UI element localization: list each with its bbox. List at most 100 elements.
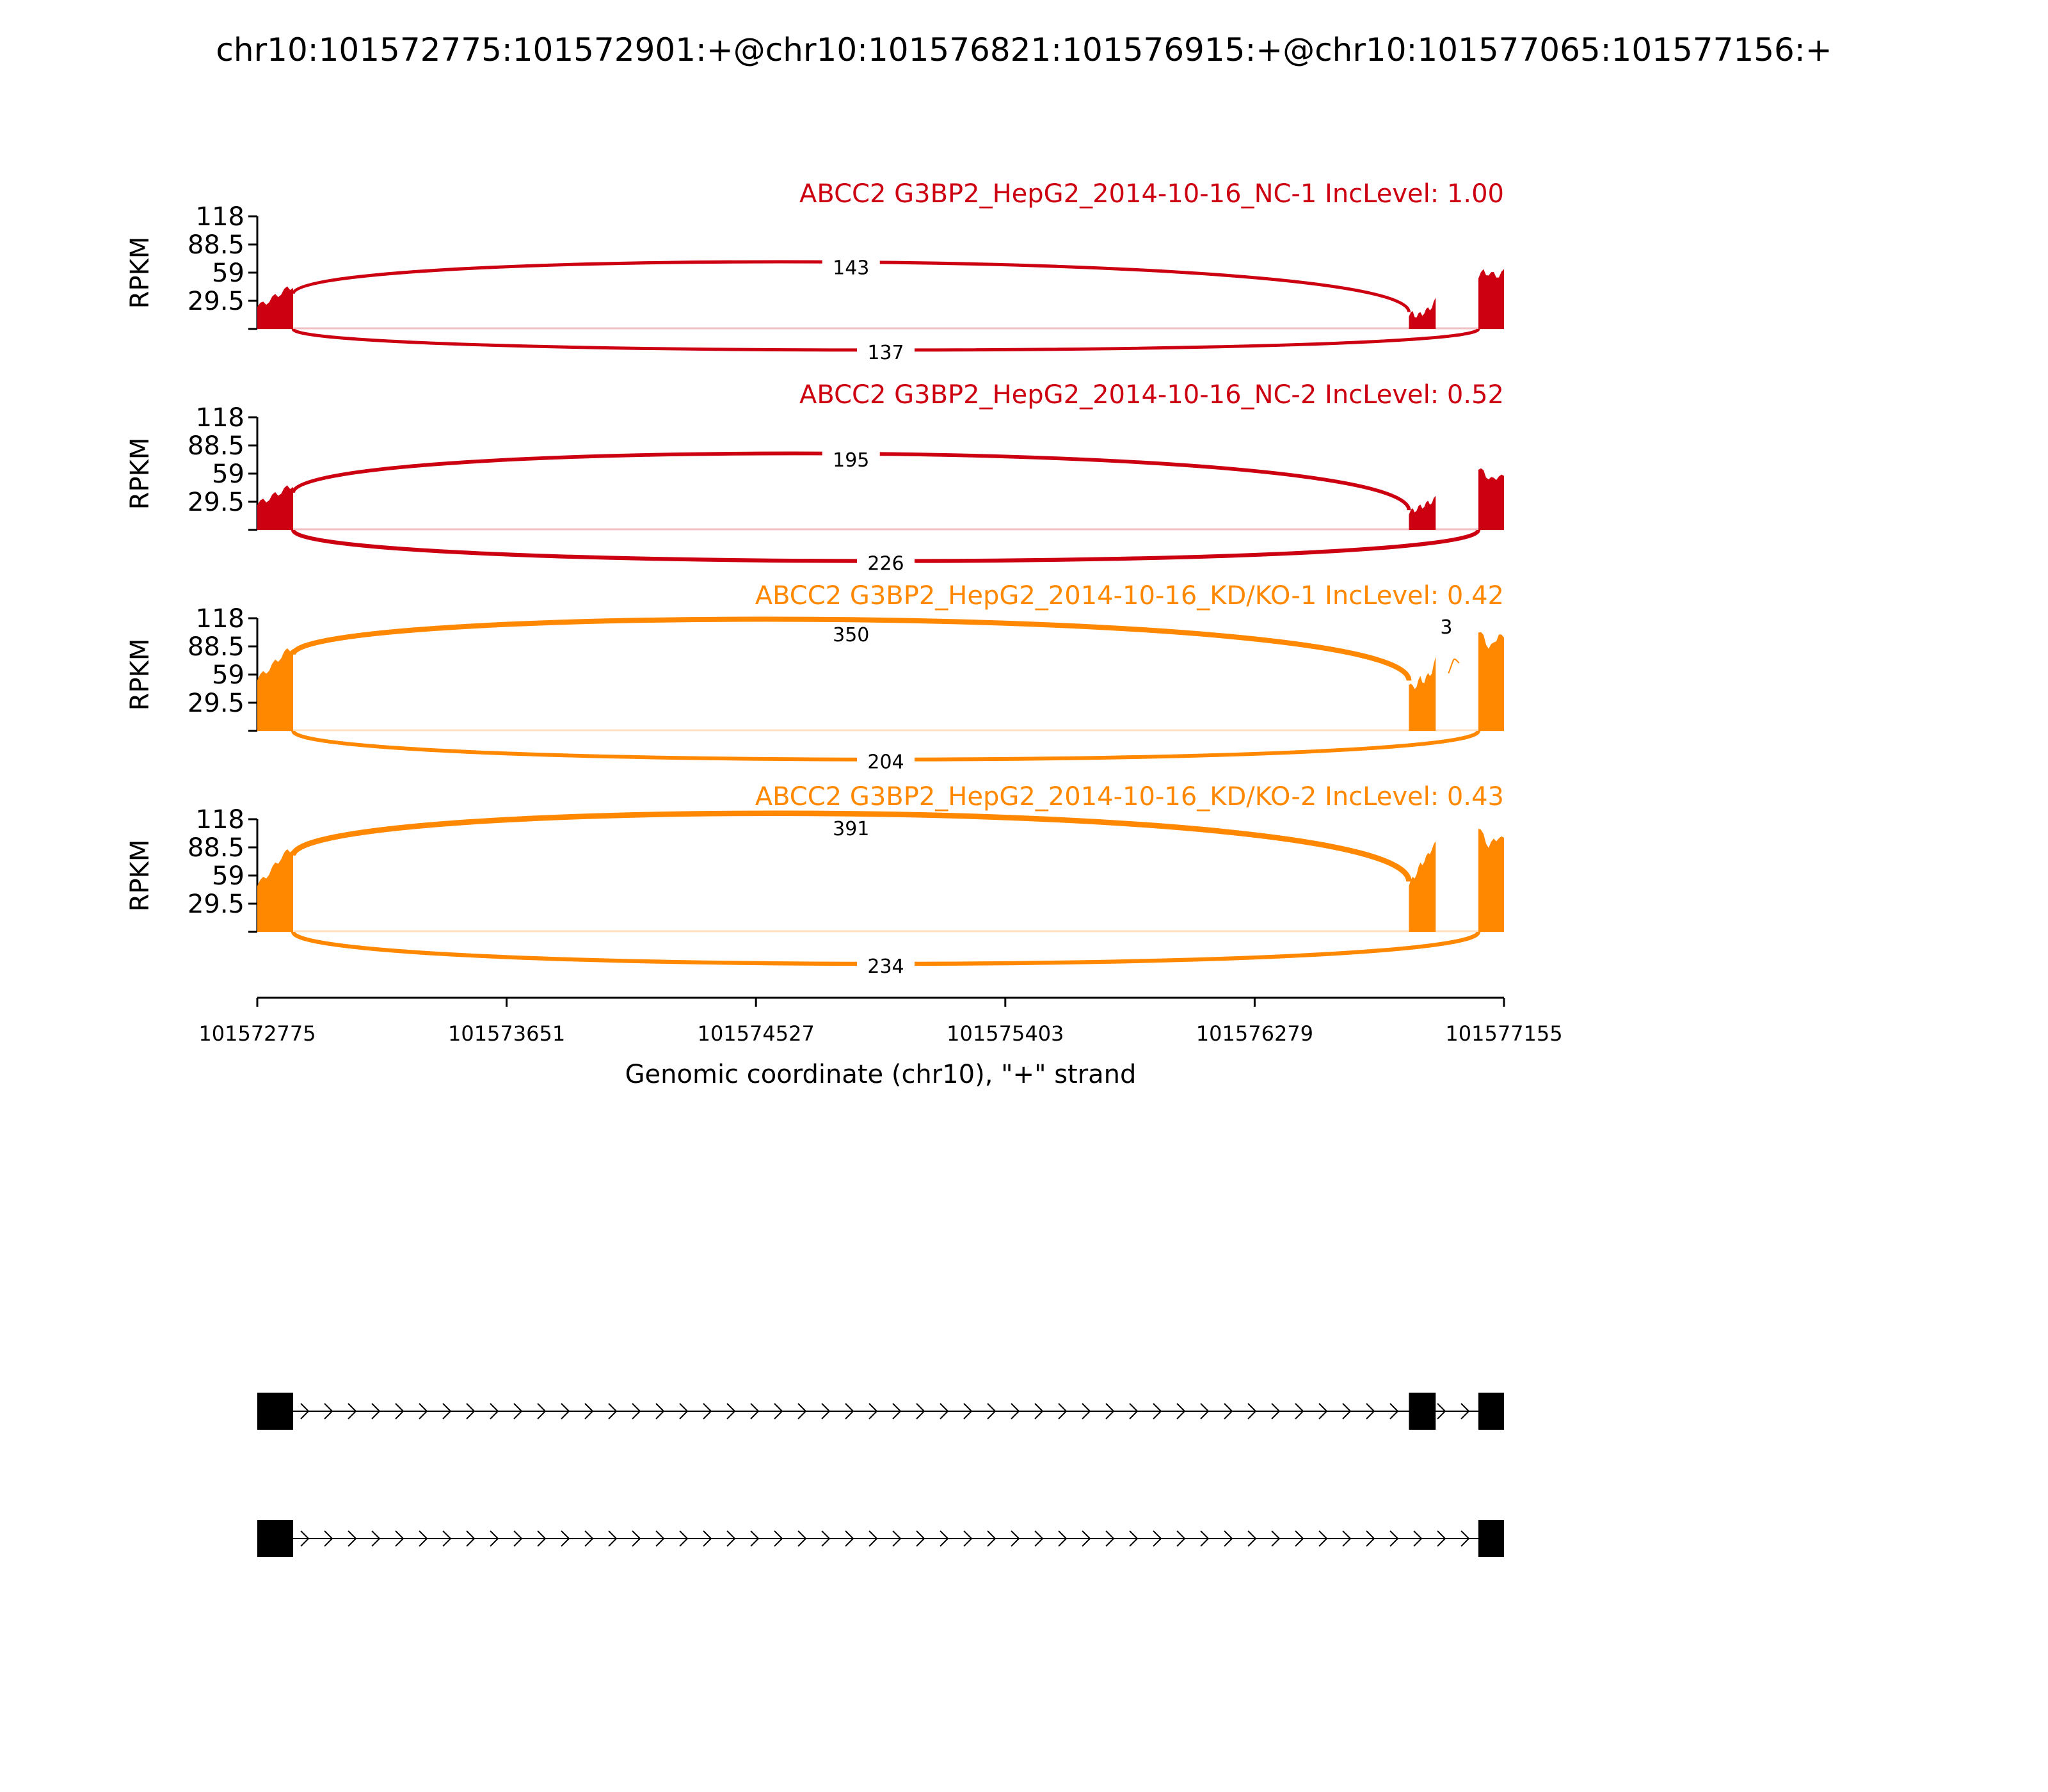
strand-arrow-icon bbox=[608, 1530, 618, 1547]
strand-arrow-icon bbox=[1437, 1403, 1446, 1420]
strand-arrow-icon bbox=[845, 1403, 854, 1420]
coverage-exon-3 bbox=[1478, 468, 1504, 530]
strand-arrow-icon bbox=[395, 1403, 404, 1420]
y-tick-label: 29.5 bbox=[188, 488, 244, 517]
coverage-exon-1 bbox=[257, 286, 294, 329]
strand-arrow-icon bbox=[679, 1530, 689, 1547]
strand-arrow-icon bbox=[797, 1403, 807, 1420]
strand-arrow-icon bbox=[655, 1403, 665, 1420]
coverage-exon-1 bbox=[257, 648, 294, 731]
strand-arrow-icon bbox=[584, 1530, 594, 1547]
y-tick-label: 59 bbox=[212, 660, 244, 690]
strand-arrow-icon bbox=[1200, 1530, 1210, 1547]
y-tick-label: 88.5 bbox=[188, 431, 244, 461]
strand-arrow-icon bbox=[1011, 1403, 1020, 1420]
y-tick-label: 118 bbox=[196, 202, 244, 232]
junction-label-bg bbox=[857, 954, 915, 978]
strand-arrow-icon bbox=[987, 1403, 996, 1420]
strand-arrow-icon bbox=[1034, 1530, 1044, 1547]
strand-arrow-icon bbox=[940, 1403, 949, 1420]
y-tick-label: 59 bbox=[212, 861, 244, 891]
strand-arrow-icon bbox=[655, 1530, 665, 1547]
strand-arrow-icon bbox=[1318, 1403, 1328, 1420]
strand-arrow-icon bbox=[300, 1403, 310, 1420]
x-tick-label: 101577155 bbox=[1445, 1021, 1562, 1046]
strand-arrow-icon bbox=[797, 1530, 807, 1547]
x-tick-label: 101576279 bbox=[1196, 1021, 1313, 1046]
strand-arrow-icon bbox=[561, 1403, 570, 1420]
strand-arrow-icon bbox=[679, 1403, 689, 1420]
strand-arrow-icon bbox=[1366, 1530, 1375, 1547]
strand-arrow-icon bbox=[442, 1403, 452, 1420]
strand-arrow-icon bbox=[1366, 1403, 1375, 1420]
y-tick-label: 118 bbox=[196, 403, 244, 433]
strand-arrow-icon bbox=[1295, 1530, 1304, 1547]
junction-count: 195 bbox=[833, 449, 869, 472]
strand-arrow-icon bbox=[1413, 1530, 1423, 1547]
strand-arrow-icon bbox=[916, 1403, 925, 1420]
strand-arrow-icon bbox=[466, 1530, 476, 1547]
junction-label-bg bbox=[857, 340, 915, 364]
strand-arrow-icon bbox=[1058, 1403, 1068, 1420]
junction-arc bbox=[1448, 658, 1460, 674]
strand-arrow-icon bbox=[1247, 1403, 1257, 1420]
strand-arrow-icon bbox=[940, 1530, 949, 1547]
strand-arrow-icon bbox=[442, 1530, 452, 1547]
junction-label-bg bbox=[857, 750, 915, 774]
x-axis-label: Genomic coordinate (chr10), "+" strand bbox=[625, 1060, 1137, 1089]
coverage-exon-2 bbox=[1409, 657, 1436, 731]
strand-arrow-icon bbox=[1011, 1530, 1020, 1547]
strand-arrow-icon bbox=[1437, 1530, 1446, 1547]
strand-arrow-icon bbox=[1295, 1403, 1304, 1420]
strand-arrow-icon bbox=[774, 1530, 783, 1547]
panel-title: ABCC2 G3BP2_HepG2_2014-10-16_NC-1 IncLev… bbox=[799, 179, 1504, 209]
strand-arrow-icon bbox=[821, 1403, 831, 1420]
y-axis-label: RPKM bbox=[125, 438, 155, 510]
y-axis-label: RPKM bbox=[125, 840, 155, 912]
strand-arrow-icon bbox=[300, 1530, 310, 1547]
strand-arrow-icon bbox=[419, 1403, 428, 1420]
strand-arrow-icon bbox=[537, 1530, 547, 1547]
strand-arrow-icon bbox=[845, 1530, 854, 1547]
junction-label-bg bbox=[822, 623, 880, 646]
strand-arrow-icon bbox=[726, 1530, 736, 1547]
junction-label-bg bbox=[822, 256, 880, 280]
junction-count: 204 bbox=[867, 751, 904, 774]
strand-arrow-icon bbox=[1200, 1403, 1210, 1420]
strand-arrow-icon bbox=[963, 1403, 973, 1420]
y-tick-label: 88.5 bbox=[188, 230, 244, 260]
panel-title: ABCC2 G3BP2_HepG2_2014-10-16_NC-2 IncLev… bbox=[799, 380, 1504, 410]
strand-arrow-icon bbox=[1153, 1403, 1162, 1420]
strand-arrow-icon bbox=[466, 1403, 476, 1420]
isoform-2 bbox=[257, 1520, 1504, 1557]
y-tick-label: 59 bbox=[212, 460, 244, 489]
junction-count: 391 bbox=[833, 818, 869, 840]
strand-arrow-icon bbox=[1318, 1530, 1328, 1547]
strand-arrow-icon bbox=[371, 1530, 381, 1547]
strand-arrow-icon bbox=[513, 1530, 523, 1547]
coverage-exon-2 bbox=[1409, 495, 1436, 530]
strand-arrow-icon bbox=[1129, 1403, 1139, 1420]
coverage-exon-2 bbox=[1409, 298, 1436, 329]
strand-arrow-icon bbox=[868, 1530, 878, 1547]
y-tick-label: 29.5 bbox=[188, 890, 244, 919]
strand-arrow-icon bbox=[916, 1530, 925, 1547]
strand-arrow-icon bbox=[632, 1530, 641, 1547]
exon-block bbox=[1478, 1393, 1504, 1430]
strand-arrow-icon bbox=[868, 1403, 878, 1420]
y-axis-label: RPKM bbox=[125, 237, 155, 309]
coverage-exon-2 bbox=[1409, 841, 1436, 932]
exon-block bbox=[257, 1393, 294, 1430]
strand-arrow-icon bbox=[1034, 1403, 1044, 1420]
strand-arrow-icon bbox=[1176, 1403, 1186, 1420]
y-tick-label: 29.5 bbox=[188, 287, 244, 316]
y-axis-label: RPKM bbox=[125, 639, 155, 711]
strand-arrow-icon bbox=[1129, 1530, 1139, 1547]
strand-arrow-icon bbox=[1247, 1530, 1257, 1547]
y-tick-label: 88.5 bbox=[188, 833, 244, 863]
strand-arrow-icon bbox=[750, 1530, 760, 1547]
strand-arrow-icon bbox=[963, 1530, 973, 1547]
